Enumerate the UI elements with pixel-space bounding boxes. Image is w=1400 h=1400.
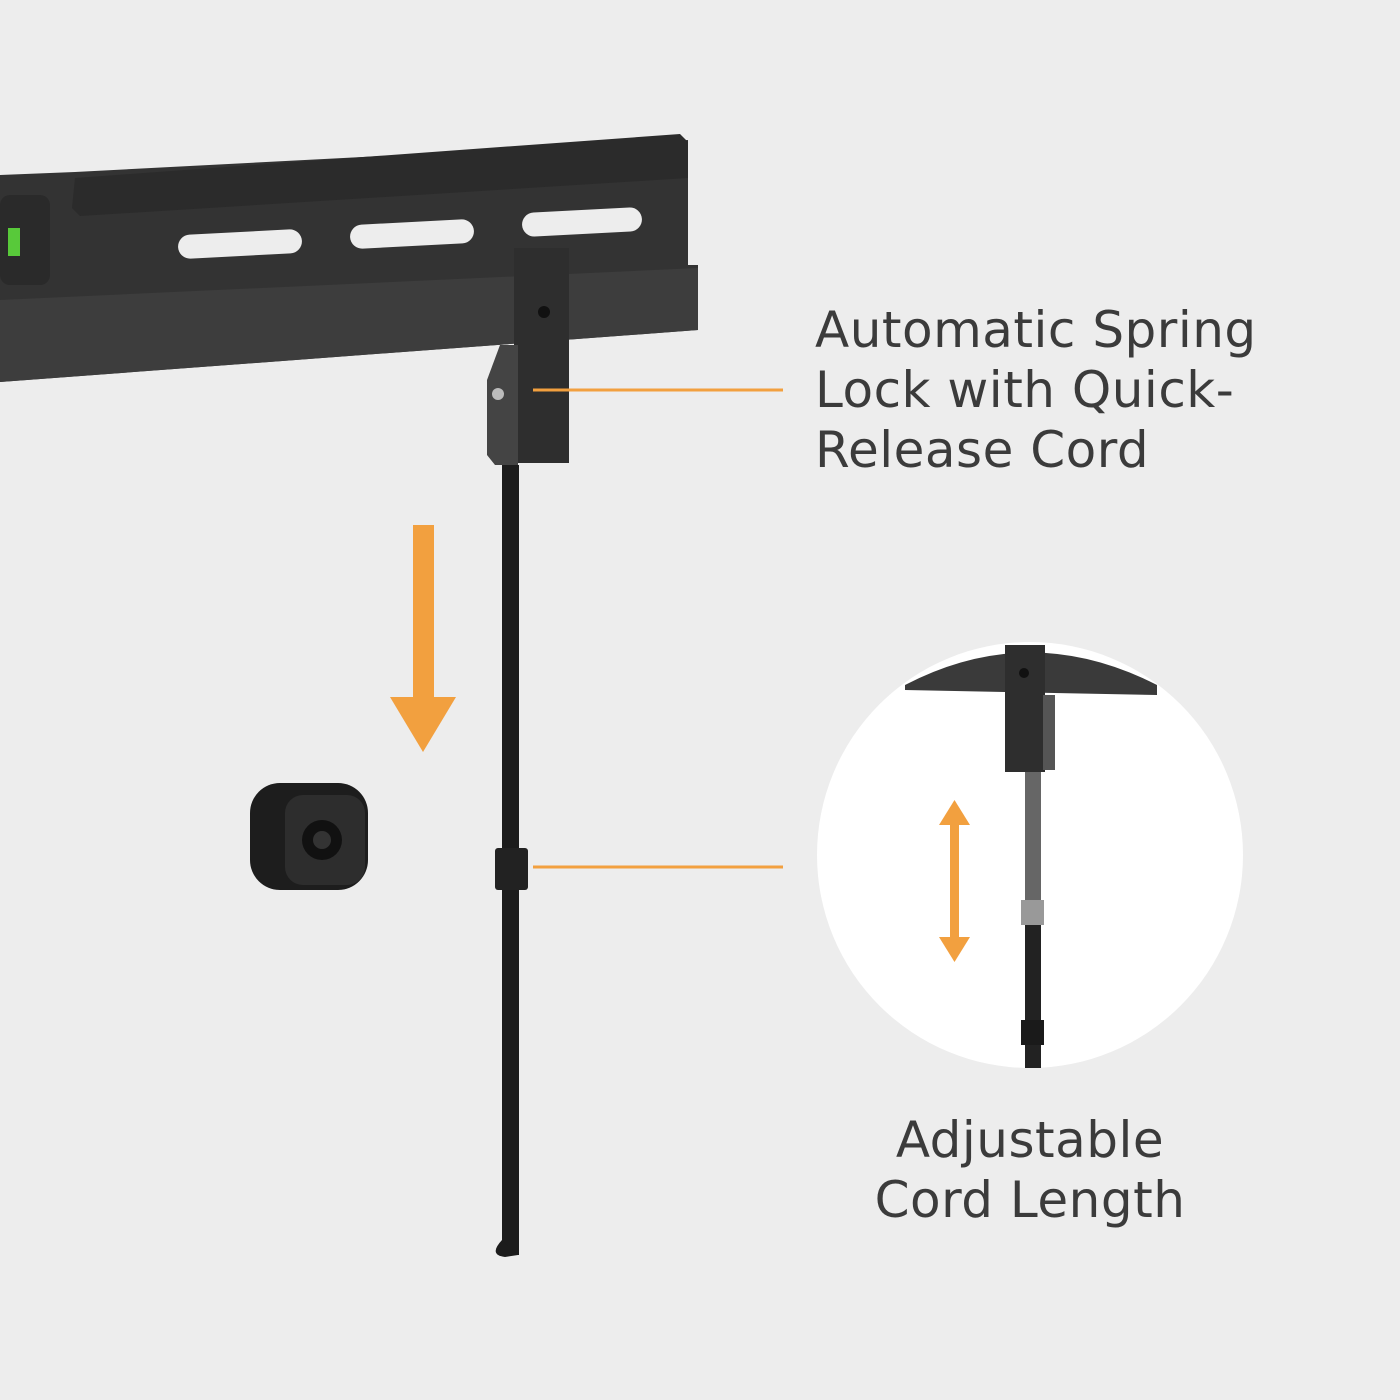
spring-lock-latch [487, 248, 569, 465]
cord-length-callout-label: Adjustable Cord Length [830, 1110, 1230, 1230]
callout-line: Release Cord [815, 421, 1150, 479]
callout-line: Adjustable [895, 1111, 1165, 1169]
detail-zoom-circle [817, 642, 1243, 1068]
wall-anchor-cap [250, 783, 368, 890]
double-arrow-icon [939, 800, 970, 962]
callout-line: Cord Length [874, 1171, 1186, 1229]
callout-line: Lock with Quick- [815, 361, 1235, 419]
callout-line: Automatic Spring [815, 301, 1257, 359]
wall-plate-bracket [0, 134, 698, 382]
spring-lock-callout-label: Automatic Spring Lock with Quick- Releas… [815, 300, 1257, 480]
release-cord [495, 465, 528, 1257]
arrow-down-icon [390, 525, 456, 752]
